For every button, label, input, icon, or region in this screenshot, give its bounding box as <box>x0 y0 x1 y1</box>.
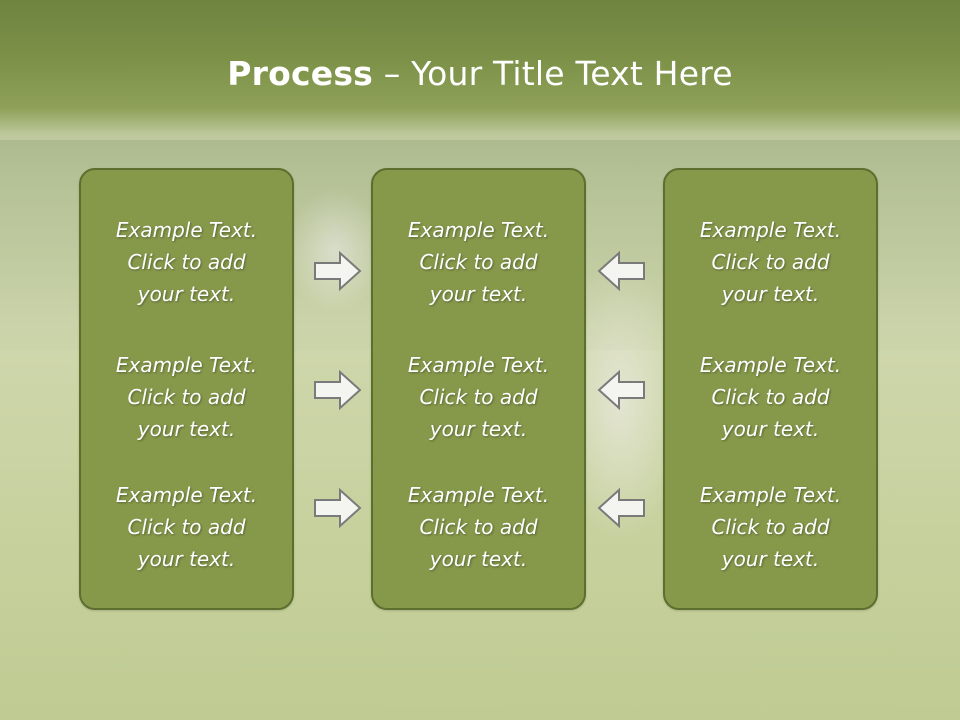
text-line: your text. <box>721 282 820 306</box>
text-line: your text. <box>429 282 528 306</box>
text-block[interactable]: Example Text. Click to add your text. <box>373 349 584 445</box>
text-line: Click to add <box>419 385 538 409</box>
title-bar <box>0 0 960 135</box>
text-line: your text. <box>429 547 528 571</box>
arrow-left-icon[interactable] <box>596 250 646 292</box>
text-panel-left[interactable]: Example Text. Click to add your text. Ex… <box>79 168 294 610</box>
text-line: Example Text. <box>407 218 550 242</box>
text-line: Example Text. <box>407 483 550 507</box>
arrow-right-icon[interactable] <box>313 250 363 292</box>
text-block[interactable]: Example Text. Click to add your text. <box>665 349 876 445</box>
text-line: your text. <box>429 417 528 441</box>
arrow-right-icon[interactable] <box>313 369 363 411</box>
text-block[interactable]: Example Text. Click to add your text. <box>373 214 584 310</box>
text-block[interactable]: Example Text. Click to add your text. <box>665 214 876 310</box>
text-line: your text. <box>721 547 820 571</box>
slide-title[interactable]: Process – Your Title Text Here <box>0 54 960 93</box>
arrow-left-icon[interactable] <box>596 487 646 529</box>
text-panel-right[interactable]: Example Text. Click to add your text. Ex… <box>663 168 878 610</box>
text-line: Example Text. <box>699 353 842 377</box>
text-line: Click to add <box>127 515 246 539</box>
text-line: your text. <box>721 417 820 441</box>
text-line: Example Text. <box>699 218 842 242</box>
title-bold: Process <box>227 54 374 93</box>
text-line: Click to add <box>711 515 830 539</box>
text-line: Example Text. <box>115 483 258 507</box>
text-line: Click to add <box>711 250 830 274</box>
arrow-right-icon[interactable] <box>313 487 363 529</box>
text-block[interactable]: Example Text. Click to add your text. <box>81 214 292 310</box>
text-panel-center[interactable]: Example Text. Click to add your text. Ex… <box>371 168 586 610</box>
text-line: Click to add <box>127 385 246 409</box>
text-line: Example Text. <box>115 218 258 242</box>
arrow-left-icon[interactable] <box>596 369 646 411</box>
title-rest: – Your Title Text Here <box>373 54 733 93</box>
text-line: Click to add <box>127 250 246 274</box>
text-block[interactable]: Example Text. Click to add your text. <box>665 479 876 575</box>
text-line: your text. <box>137 282 236 306</box>
text-block[interactable]: Example Text. Click to add your text. <box>81 479 292 575</box>
text-line: Example Text. <box>407 353 550 377</box>
text-line: Click to add <box>419 250 538 274</box>
text-line: your text. <box>137 547 236 571</box>
text-line: Click to add <box>711 385 830 409</box>
text-line: Example Text. <box>115 353 258 377</box>
text-block[interactable]: Example Text. Click to add your text. <box>81 349 292 445</box>
text-line: your text. <box>137 417 236 441</box>
text-line: Click to add <box>419 515 538 539</box>
text-block[interactable]: Example Text. Click to add your text. <box>373 479 584 575</box>
text-line: Example Text. <box>699 483 842 507</box>
